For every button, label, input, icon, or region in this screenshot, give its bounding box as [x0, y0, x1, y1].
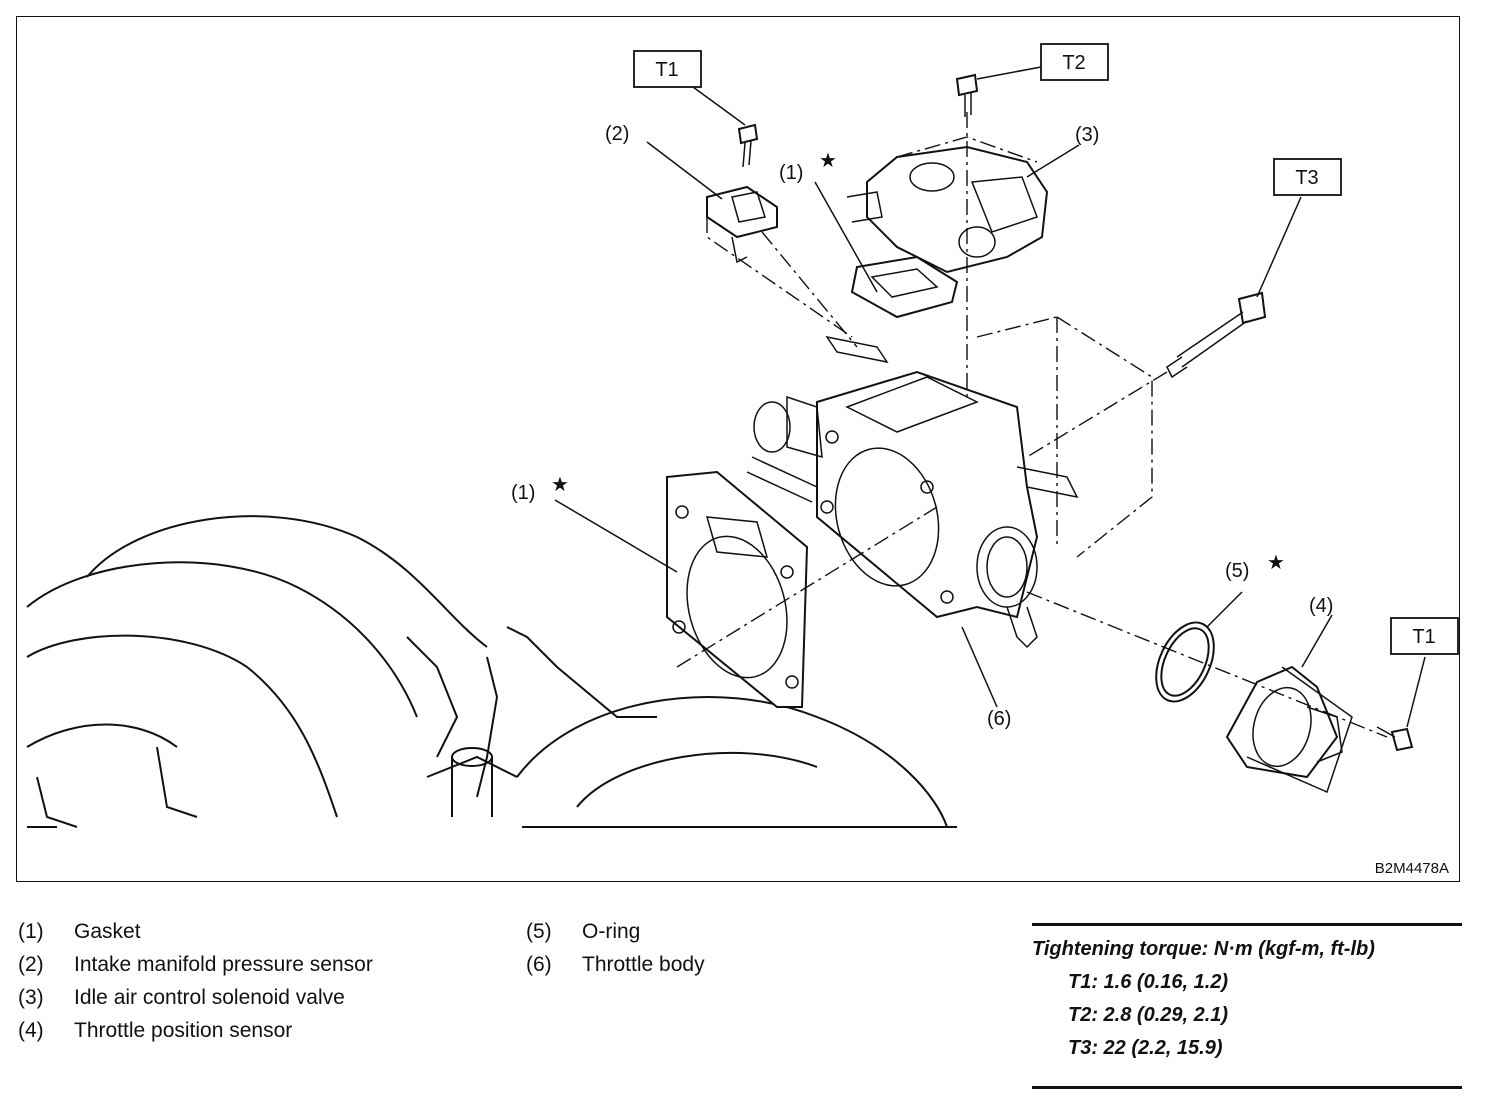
legend-label: Throttle position sensor	[74, 1019, 293, 1042]
legend-label: Intake manifold pressure sensor	[74, 953, 373, 976]
torque-title: Tightening torque: N·m (kgf-m, ft-lb)	[1032, 938, 1375, 960]
callout-1-top: (1)	[779, 162, 803, 184]
star-1-left: ★	[551, 474, 569, 496]
legend-num: (1)	[18, 920, 44, 943]
legend-item: (3) Idle air control solenoid valve	[18, 986, 373, 1019]
legend-num: (5)	[526, 920, 552, 943]
legend-item: (1) Gasket	[18, 920, 373, 953]
legend-item: (2) Intake manifold pressure sensor	[18, 953, 373, 986]
t3-box	[1273, 158, 1342, 196]
legend-label: Throttle body	[582, 953, 705, 976]
callout-5: (5)	[1225, 560, 1249, 582]
torque-value-t1: T1: 1.6 (0.16, 1.2)	[1068, 971, 1229, 993]
callout-2: (2)	[605, 123, 629, 145]
intake-pressure-sensor	[706, 123, 778, 264]
legend-num: (3)	[18, 986, 44, 1009]
legend-num: (4)	[18, 1019, 44, 1042]
figure-code: B2M4478A	[1374, 860, 1449, 877]
throttle-position-sensor	[1225, 665, 1414, 794]
exploded-diagram: T1 T2 T3 T1 (2) (1) ★ (3) (1) ★ (5) ★ (4…	[16, 16, 1460, 882]
torque-specs: Tightening torque: N·m (kgf-m, ft-lb) T1…	[1032, 923, 1462, 1089]
legend-label: Gasket	[74, 920, 141, 943]
legend-column-right: (5) O-ring (6) Throttle body	[526, 920, 705, 986]
t2-label: T2	[1062, 52, 1085, 74]
t1-label-top: T1	[655, 59, 678, 81]
callout-6: (6)	[987, 708, 1011, 730]
callout-1-left: (1)	[511, 482, 535, 504]
idle-air-control-valve	[846, 73, 1049, 319]
throttle-bolt	[1166, 291, 1267, 379]
legend-item: (5) O-ring	[526, 920, 705, 953]
callout-3: (3)	[1075, 124, 1099, 146]
legend-column-left: (1) Gasket (2) Intake manifold pressure se…	[18, 920, 373, 1052]
intake-manifold	[26, 515, 957, 828]
torque-value-t3: T3: 22 (2.2, 15.9)	[1068, 1037, 1223, 1059]
diagram-drawing: T1 T2 T3 T1 (2) (1) ★ (3) (1) ★ (5) ★ (4…	[26, 43, 1459, 828]
star-5: ★	[1267, 552, 1285, 574]
callout-4: (4)	[1309, 595, 1333, 617]
legend-label: Idle air control solenoid valve	[74, 986, 345, 1009]
torque-value-t2: T2: 2.8 (0.29, 2.1)	[1068, 1004, 1229, 1026]
t1-label-right: T1	[1412, 626, 1435, 648]
legend-item: (6) Throttle body	[526, 953, 705, 986]
o-ring	[1155, 621, 1215, 703]
legend-label: O-ring	[582, 920, 641, 943]
t2-box	[1040, 43, 1109, 81]
t1-box-top	[633, 50, 702, 88]
throttle-body	[746, 335, 1079, 649]
legend-num: (6)	[526, 953, 552, 976]
legend-num: (2)	[18, 953, 44, 976]
t1-box-right	[1390, 617, 1459, 655]
gasket-throttle-body	[666, 470, 809, 708]
star-1-top: ★	[819, 150, 837, 172]
t3-label: T3	[1295, 167, 1318, 189]
legend-item: (4) Throttle position sensor	[18, 1019, 373, 1052]
